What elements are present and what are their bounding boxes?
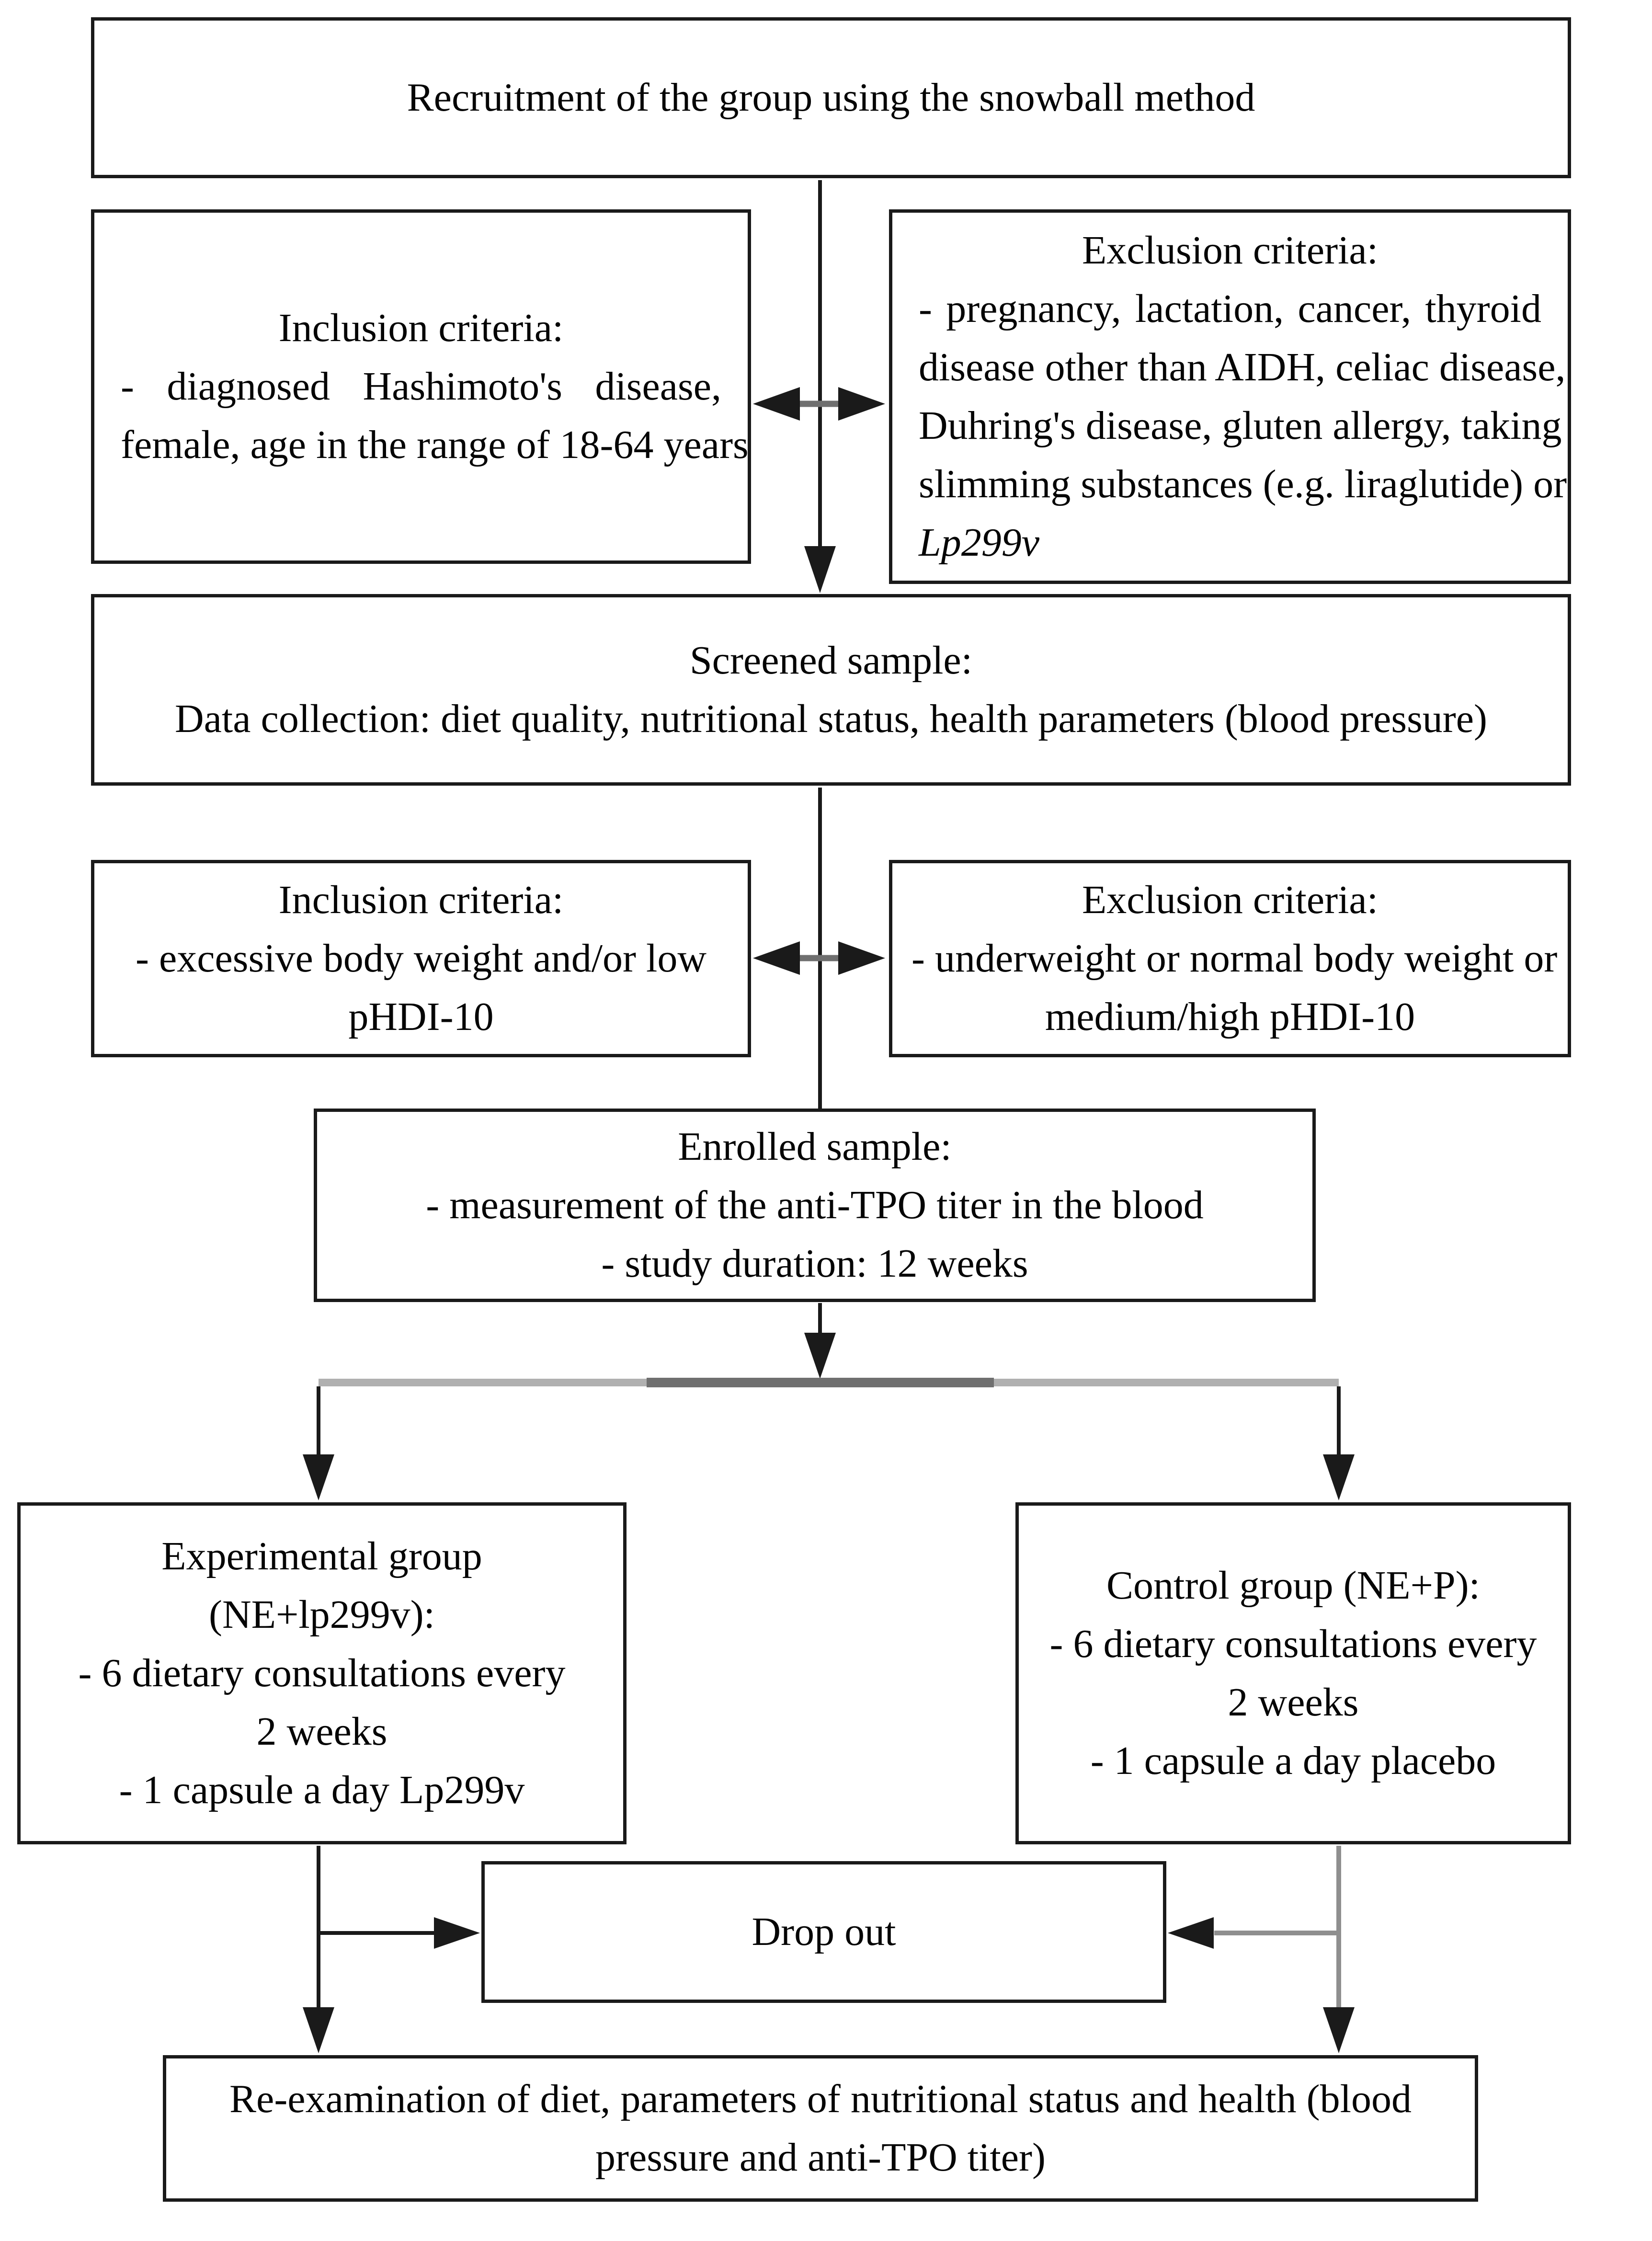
text-line: slimming substances (e.g. liraglutide) o… — [919, 462, 1567, 506]
arrow-branch-to-control — [1323, 1386, 1355, 1500]
node-inclusion-criteria-1: Inclusion criteria: - diagnosed Hashimot… — [91, 209, 751, 564]
text-line: - 1 capsule a day Lp299v — [119, 1768, 525, 1812]
text-line: - study duration: 12 weeks — [601, 1241, 1028, 1286]
node-heading: Inclusion criteria: — [278, 306, 564, 350]
node-heading: Exclusion criteria: — [1082, 228, 1379, 273]
node-heading: Exclusion criteria: — [1082, 878, 1379, 922]
node-recruitment: Recruitment of the group using the snowb… — [91, 17, 1571, 178]
arrow-recruitment-to-screened — [804, 180, 836, 593]
node-body: Experimental group (NE+lp299v): - 6 dietar… — [35, 1527, 609, 1819]
double-arrow-criteria-2 — [753, 941, 885, 975]
text-line: pressure and anti-TPO titer) — [595, 2135, 1046, 2180]
node-reexamination: Re-examination of diet, parameters of nu… — [163, 2055, 1478, 2202]
text-line: 2 weeks — [256, 1709, 387, 1754]
text-line: Lp299v — [919, 520, 1039, 565]
node-exclusion-criteria-1: Exclusion criteria: - pregnancy, lactati… — [889, 209, 1571, 584]
node-body: Re-examination of diet, parameters of nu… — [166, 2070, 1475, 2187]
text-line: medium/high pHDI-10 — [1045, 995, 1415, 1039]
node-drop-out: Drop out — [481, 1861, 1166, 2003]
text-line: - 6 dietary consultations every — [1049, 1622, 1537, 1666]
node-exclusion-criteria-2: Exclusion criteria: - underweight or nor… — [889, 860, 1571, 1057]
arrow-control-to-dropout — [1168, 1917, 1339, 1949]
text-line: Experimental group — [161, 1534, 482, 1578]
node-body: - diagnosed Hashimoto's disease, female, … — [121, 357, 749, 474]
text-line: pHDI-10 — [348, 995, 494, 1039]
text-line: Duhring's disease, gluten allergy, takin… — [919, 403, 1562, 448]
node-experimental-group: Experimental group (NE+lp299v): - 6 dietar… — [17, 1502, 627, 1844]
node-control-group: Control group (NE+P): - 6 dietary consult… — [1015, 1502, 1571, 1844]
node-body: Screened sample: Data collection: diet qu… — [94, 631, 1568, 748]
text-line: - diagnosed Hashimoto's disease, — [121, 364, 721, 409]
node-body: - excessive body weight and/or low pHDI-1… — [114, 929, 729, 1046]
node-body: - underweight or normal body weight or me… — [911, 929, 1558, 1046]
text-line: Enrolled sample: — [678, 1124, 952, 1169]
node-text: Drop out — [752, 1909, 896, 1954]
text-line: 2 weeks — [1228, 1680, 1359, 1725]
arrow-enrolled-to-branch — [804, 1303, 836, 1379]
node-text: Recruitment of the group using the snowb… — [407, 75, 1255, 120]
double-arrow-criteria-1 — [753, 387, 885, 421]
text-line: Screened sample: — [689, 638, 973, 683]
text-line: Re-examination of diet, parameters of nu… — [229, 2077, 1412, 2121]
node-body: Control group (NE+P): - 6 dietary consult… — [1033, 1556, 1553, 1790]
arrow-branch-to-experimental — [303, 1386, 334, 1500]
node-inclusion-criteria-2: Inclusion criteria: - excessive body wei… — [91, 860, 751, 1057]
text-line: - 6 dietary consultations every — [78, 1651, 566, 1695]
text-line: - pregnancy, lactation, cancer, thyroid — [919, 286, 1541, 331]
text-line: - underweight or normal body weight or — [911, 936, 1558, 981]
text-line: (NE+lp299v): — [209, 1592, 435, 1637]
text-line: disease other than AIDH, celiac disease, — [919, 345, 1566, 389]
arrow-control-to-reexamination — [1323, 1846, 1355, 2053]
node-enrolled-sample: Enrolled sample: - measurement of the ant… — [314, 1109, 1316, 1302]
node-body: Enrolled sample: - measurement of the ant… — [317, 1118, 1312, 1293]
text-line: Data collection: diet quality, nutrition… — [174, 697, 1488, 741]
text-line: - measurement of the anti-TPO titer in t… — [426, 1183, 1204, 1227]
arrow-experimental-to-reexamination — [303, 1846, 334, 2053]
text-line: female, age in the range of 18-64 years — [121, 423, 749, 467]
node-heading: Inclusion criteria: — [278, 878, 564, 922]
arrow-experimental-to-dropout — [319, 1917, 480, 1949]
node-screened-sample: Screened sample: Data collection: diet qu… — [91, 594, 1571, 786]
text-line: - excessive body weight and/or low — [135, 936, 707, 981]
text-line: - 1 capsule a day placebo — [1090, 1738, 1496, 1783]
text-line: Control group (NE+P): — [1106, 1563, 1480, 1608]
node-body: - pregnancy, lactation, cancer, thyroid d… — [919, 280, 1567, 572]
